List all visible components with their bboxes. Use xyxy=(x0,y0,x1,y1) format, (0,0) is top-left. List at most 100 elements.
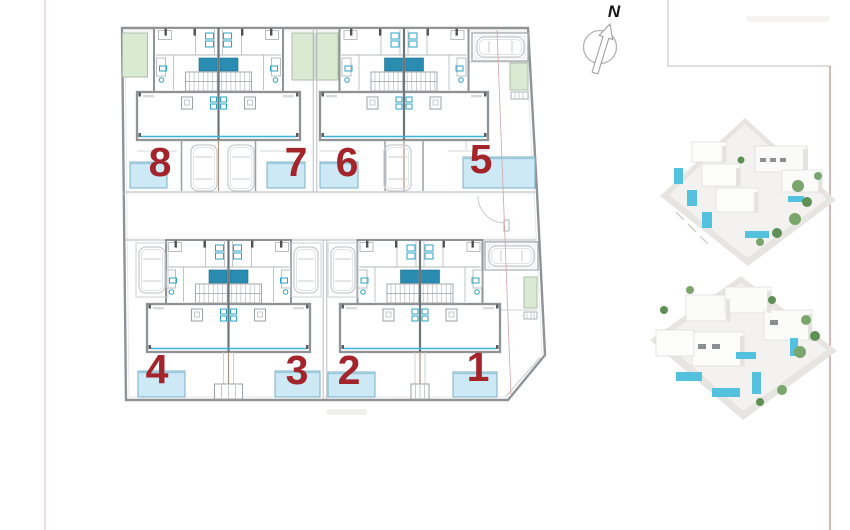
unit-number-2: 2 xyxy=(338,347,361,393)
toilet-icon xyxy=(474,289,480,295)
tree-3d xyxy=(792,180,804,192)
pool-3d xyxy=(676,372,702,381)
tree-3d xyxy=(789,213,801,225)
accent-terrace xyxy=(405,57,424,72)
tree-3d xyxy=(756,238,764,246)
fixture-icon xyxy=(233,252,242,260)
villa-3d xyxy=(715,187,759,213)
car-icon xyxy=(138,246,166,294)
aerial-view-render-2 xyxy=(650,276,837,420)
toilet-icon xyxy=(360,289,366,295)
building-units-2-1 xyxy=(338,239,502,400)
fixture-icon xyxy=(424,252,434,260)
green-area xyxy=(122,32,148,78)
fixture-icon xyxy=(424,244,434,252)
fixture-icon xyxy=(223,40,232,48)
unit-number-8: 8 xyxy=(149,139,172,185)
green-area xyxy=(509,62,529,91)
sink-icon xyxy=(169,277,177,284)
car-icon xyxy=(330,246,356,294)
fixture-icon xyxy=(223,32,232,40)
pool-3d xyxy=(788,196,804,202)
fixture-icon xyxy=(205,32,214,40)
faint-header-smudge xyxy=(746,16,830,22)
door-swing-arc xyxy=(477,195,506,224)
car-icon xyxy=(488,245,535,267)
pool-3d xyxy=(702,212,712,228)
unit-number-3: 3 xyxy=(286,347,309,393)
fixture-icon xyxy=(205,40,214,48)
fixture-icon xyxy=(390,40,400,48)
unit-number-6: 6 xyxy=(336,139,359,185)
car-icon xyxy=(383,144,412,192)
tree-3d xyxy=(794,346,806,358)
car-icon xyxy=(293,246,319,294)
tree-3d xyxy=(660,306,668,314)
building-units-6-5 xyxy=(318,27,490,191)
toilet-icon xyxy=(458,77,464,83)
unit-number-4: 4 xyxy=(146,346,169,392)
pool-3d xyxy=(752,372,761,394)
fixture-icon xyxy=(233,244,242,252)
pool-unit-5 xyxy=(462,156,536,189)
toilet-icon xyxy=(168,289,175,295)
green-area xyxy=(291,32,315,81)
car-icon xyxy=(227,144,255,192)
sink-icon xyxy=(455,65,464,72)
accent-terrace xyxy=(400,269,419,284)
pool-3d xyxy=(790,338,798,356)
tree-3d xyxy=(777,385,787,395)
north-label: N xyxy=(608,2,621,21)
fixture-icon xyxy=(408,40,418,48)
tree-3d xyxy=(768,296,776,304)
villa-3d xyxy=(701,163,741,187)
accent-terrace xyxy=(198,57,218,72)
north-arrow-icon: N xyxy=(582,2,621,75)
pool-3d xyxy=(712,388,740,397)
car-icon xyxy=(476,36,525,58)
pool-unit-6 xyxy=(319,161,359,189)
accent-terrace xyxy=(229,269,249,284)
building-units-8-7 xyxy=(135,27,302,191)
sheet-frame xyxy=(44,0,831,530)
sink-icon xyxy=(270,65,278,72)
north-arrow-pointer xyxy=(591,22,614,75)
villa-3d xyxy=(685,294,731,322)
parking-court xyxy=(135,242,169,298)
building-units-4-3 xyxy=(145,239,312,400)
tree-3d xyxy=(737,156,745,164)
pool-3d xyxy=(674,168,683,184)
pool-unit-4 xyxy=(137,370,186,398)
fixture-icon xyxy=(408,32,418,40)
parking-court xyxy=(327,242,359,298)
steps-hatch xyxy=(523,311,538,320)
car-icon xyxy=(190,144,218,192)
tree-3d xyxy=(772,228,782,238)
sink-icon xyxy=(360,277,369,284)
tree-3d xyxy=(686,286,694,294)
green-areas-layer xyxy=(122,32,538,309)
sink-icon xyxy=(471,277,480,284)
villa-3d xyxy=(655,329,695,357)
unit-number-1: 1 xyxy=(467,344,490,390)
fixture-icon xyxy=(390,32,400,40)
green-area xyxy=(315,32,339,81)
fixture-icon xyxy=(406,252,416,260)
toilet-icon xyxy=(344,77,350,83)
unit-number-5: 5 xyxy=(470,136,493,182)
steps-hatch xyxy=(510,91,529,100)
faint-watermark xyxy=(327,409,367,415)
unit-number-7: 7 xyxy=(285,139,308,185)
villa-3d xyxy=(691,141,727,163)
overlay-lines xyxy=(496,29,512,397)
aerial-view-render-1 xyxy=(660,118,836,266)
tree-3d xyxy=(810,331,820,341)
toilet-icon xyxy=(272,77,279,83)
tree-3d xyxy=(814,172,822,180)
fixture-icon xyxy=(215,252,224,260)
green-area xyxy=(523,276,538,309)
pool-3d xyxy=(745,231,769,238)
sink-icon xyxy=(280,277,288,284)
accent-terrace xyxy=(219,57,239,72)
